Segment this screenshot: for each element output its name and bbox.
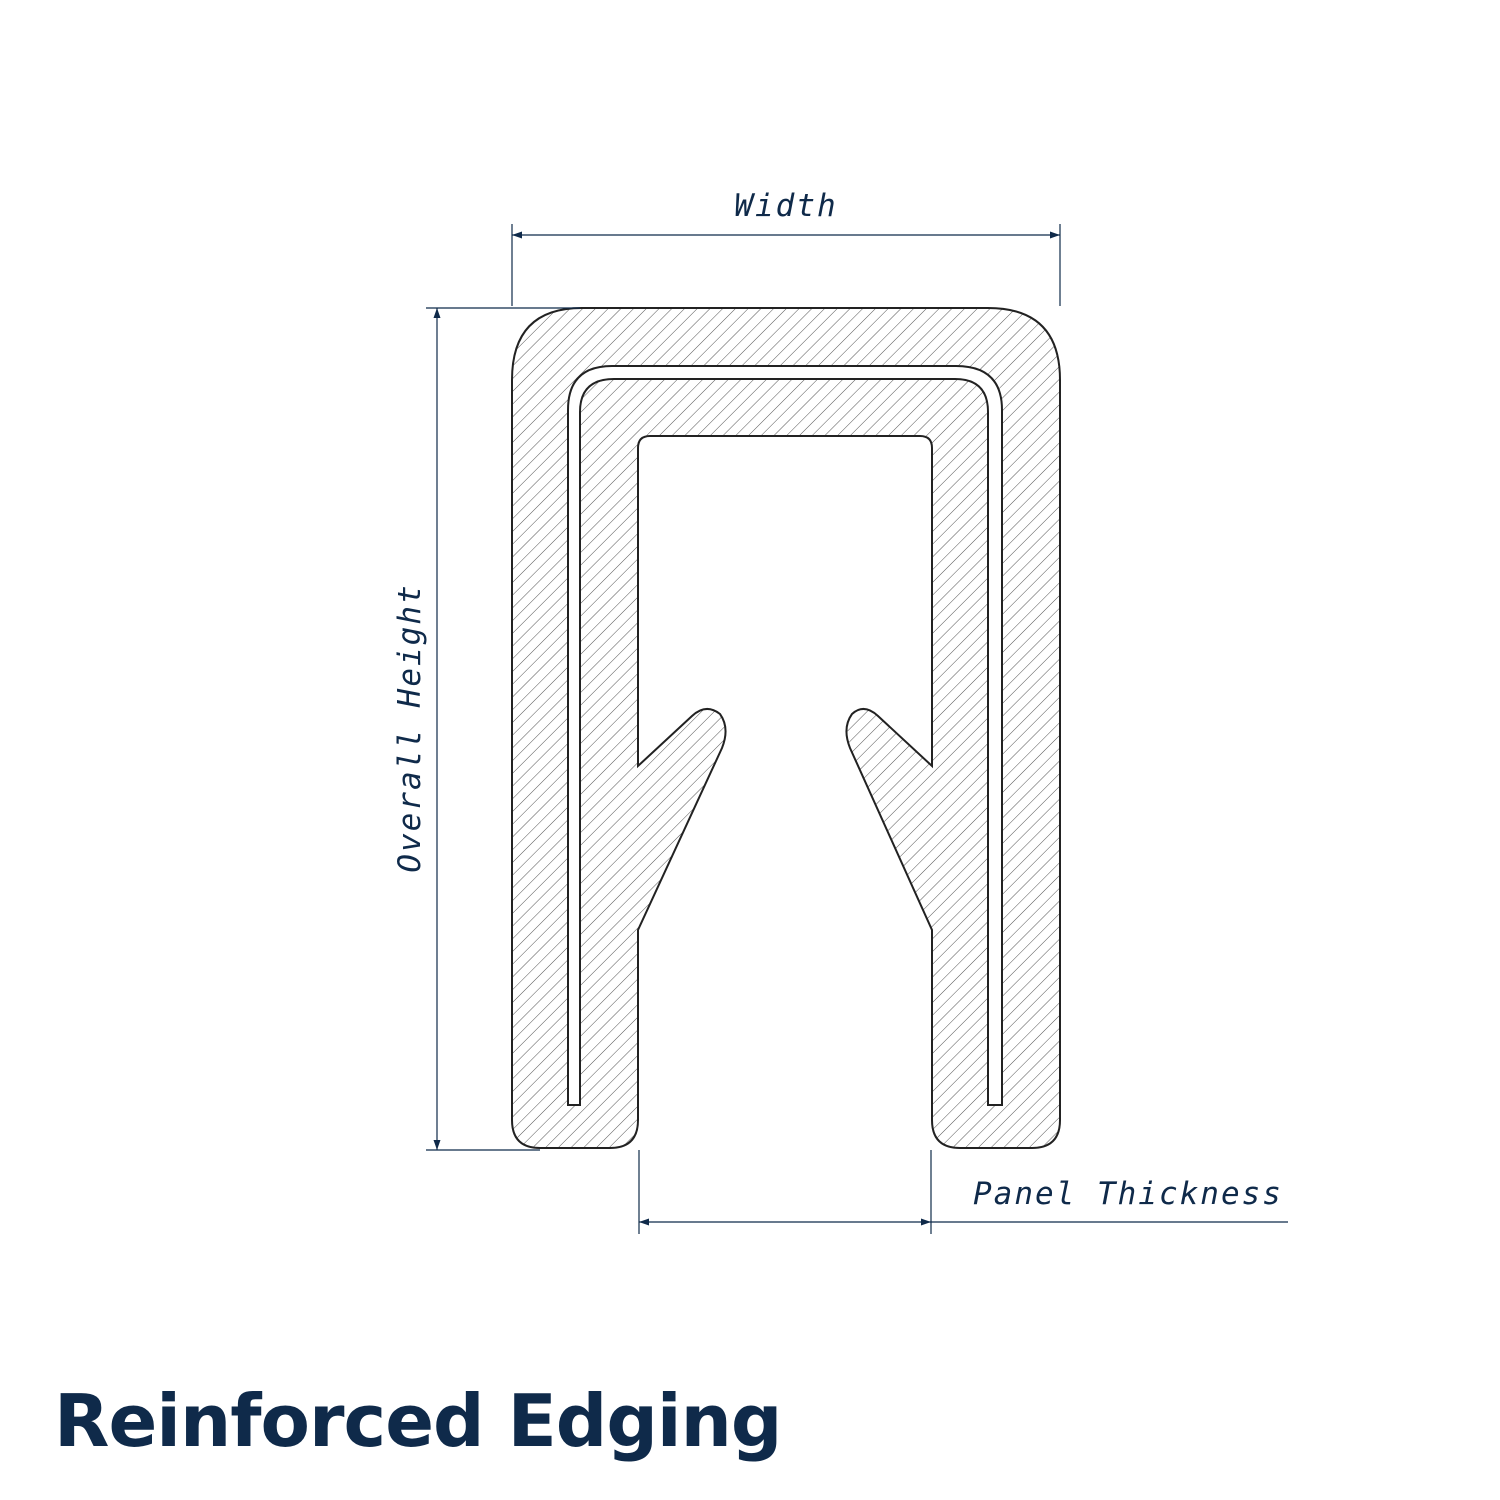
page-title: Reinforced Edging <box>54 1379 782 1463</box>
height-dimension: Overall Height <box>392 307 580 1151</box>
panel-thickness-label: Panel Thickness <box>973 1176 1283 1212</box>
panel-thickness-dimension: Panel Thickness <box>638 1150 1288 1234</box>
width-dimension: Width <box>511 188 1061 306</box>
width-label: Width <box>734 188 837 224</box>
edging-profile <box>511 307 1061 1149</box>
steel-reinforcement <box>567 365 1003 1106</box>
height-label: Overall Height <box>392 583 428 872</box>
